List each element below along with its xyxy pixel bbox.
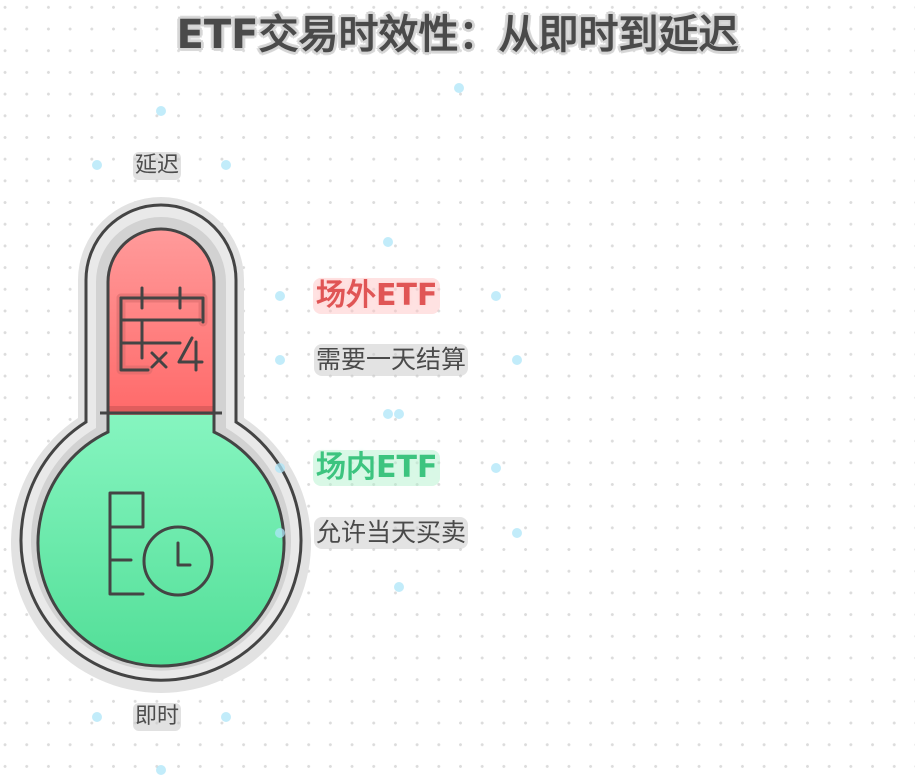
decorative-dot xyxy=(275,528,285,538)
thermometer-green-segment xyxy=(37,413,284,666)
decorative-dot xyxy=(454,83,464,93)
scale-top-label: 延迟 xyxy=(133,152,182,180)
decorative-dot xyxy=(156,106,166,116)
decorative-dot xyxy=(275,355,285,365)
decorative-dot xyxy=(156,765,166,775)
thermometer xyxy=(11,197,312,693)
decorative-dot xyxy=(221,160,231,170)
decorative-dot xyxy=(383,237,393,247)
decorative-dot xyxy=(512,528,522,538)
decorative-dot xyxy=(394,582,404,592)
decorative-dot xyxy=(383,409,393,419)
decorative-dot xyxy=(491,463,501,473)
decorative-dot xyxy=(221,712,231,722)
decorative-dot xyxy=(92,712,102,722)
schedule-clock-icon xyxy=(108,491,214,597)
decorative-dot xyxy=(394,409,404,419)
decorative-dot xyxy=(512,355,522,365)
page-title: ETF交易时效性：从即时到延迟 xyxy=(176,12,739,58)
decorative-dot xyxy=(275,463,285,473)
decorative-dot xyxy=(92,160,102,170)
decorative-dot xyxy=(275,291,285,301)
scale-bottom-label: 即时 xyxy=(133,703,182,731)
exchange-etf-heading: 场内ETF xyxy=(313,450,441,486)
otc-etf-heading: 场外ETF xyxy=(313,278,441,314)
decorative-dot xyxy=(491,291,501,301)
calendar-x4-icon xyxy=(116,286,208,375)
exchange-etf-description: 允许当天买卖 xyxy=(314,517,469,549)
otc-etf-description: 需要一天结算 xyxy=(314,344,469,376)
